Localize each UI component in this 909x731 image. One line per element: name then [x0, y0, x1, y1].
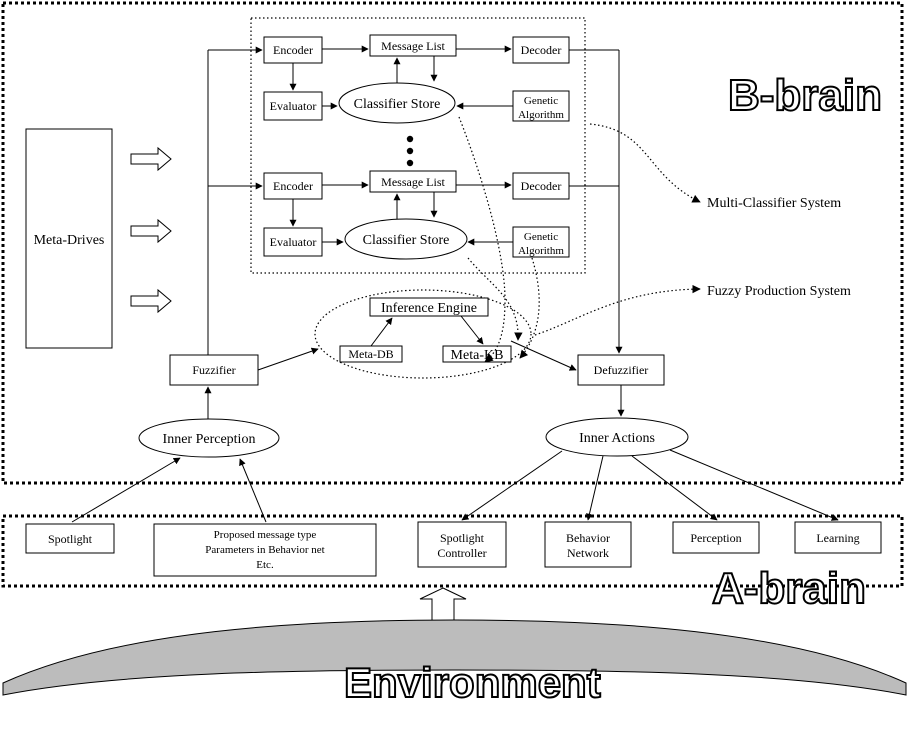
inner-actions-node	[545, 417, 689, 457]
meta-drives-label: Meta-Drives	[34, 233, 105, 248]
a-brain-border	[1, 514, 904, 588]
decoder-label-1: Decoder	[521, 43, 562, 57]
perception-box	[672, 521, 760, 554]
decoder-box-2	[512, 172, 570, 200]
decoder-label-2: Decoder	[521, 179, 562, 193]
meta-db-label: Meta-DB	[348, 347, 393, 361]
genetic-label-2: Genetic	[524, 231, 558, 243]
block-arrow-3	[130, 288, 172, 314]
inner-perception-label: Inner Perception	[163, 432, 256, 447]
classifier-store-2	[344, 218, 468, 260]
proposed-line-2: Parameters in Behavior net	[205, 544, 324, 556]
genetic-algorithm-box-2	[512, 226, 570, 258]
spotlight-controller-line-1: Spotlight	[440, 531, 485, 545]
b-brain-title: B-brain	[728, 71, 882, 120]
encoder-box-2	[263, 172, 323, 200]
environment-shape	[2, 619, 907, 696]
multi-classifier-label: Multi-Classifier System	[707, 196, 841, 211]
classifier-store-label-1: Classifier Store	[354, 97, 441, 112]
ellipsis-dot	[406, 159, 414, 167]
proposed-message-box	[153, 523, 377, 577]
block-arrow-2	[130, 218, 172, 244]
meta-drives-box	[25, 128, 113, 349]
spotlight-label: Spotlight	[48, 532, 93, 546]
spotlight-controller-box	[417, 521, 507, 568]
multi-classifier-border	[250, 17, 586, 274]
inference-engine-box	[369, 297, 489, 317]
behavior-network-box	[544, 521, 632, 568]
defuzzifier-label: Defuzzifier	[594, 363, 649, 377]
evaluator-label-2: Evaluator	[270, 235, 317, 249]
message-list-label-1: Message List	[381, 39, 445, 53]
genetic-label-1: Genetic	[524, 95, 558, 107]
algorithm-label-2: Algorithm	[518, 245, 564, 257]
learning-label: Learning	[816, 531, 859, 545]
behavior-network-line-2: Network	[567, 546, 609, 560]
spotlight-controller-line-2: Controller	[437, 546, 486, 560]
message-list-label-2: Message List	[381, 175, 445, 189]
environment-title: Environment	[344, 659, 601, 706]
inner-actions-label: Inner Actions	[579, 431, 655, 446]
encoder-label-1: Encoder	[273, 43, 313, 57]
fuzzy-production-label: Fuzzy Production System	[707, 284, 851, 299]
genetic-algorithm-box-1	[512, 90, 570, 122]
a-brain-title: A-brain	[712, 564, 866, 613]
ellipsis-dot	[406, 135, 414, 143]
classifier-store-label-2: Classifier Store	[363, 233, 450, 248]
meta-kb-box	[442, 345, 512, 363]
spotlight-box	[25, 523, 115, 554]
fuzzy-production-boundary	[314, 289, 532, 379]
ellipsis-dot	[406, 147, 414, 155]
fuzzifier-label: Fuzzifier	[192, 363, 235, 377]
perception-label: Perception	[690, 531, 741, 545]
learning-box	[794, 521, 882, 554]
proposed-line-3: Etc.	[256, 559, 274, 571]
algorithm-label-1: Algorithm	[518, 109, 564, 121]
inference-engine-label: Inference Engine	[381, 301, 477, 316]
decoder-box-1	[512, 36, 570, 64]
fuzzifier-box	[169, 354, 259, 386]
message-list-box-1	[369, 34, 457, 57]
proposed-line-1: Proposed message type	[214, 529, 317, 541]
message-list-box-2	[369, 170, 457, 193]
defuzzifier-box	[577, 354, 665, 386]
behavior-network-line-1: Behavior	[566, 531, 610, 545]
inner-perception-node	[138, 418, 280, 458]
encoder-label-2: Encoder	[273, 179, 313, 193]
block-arrow-1	[130, 146, 172, 172]
evaluator-label-1: Evaluator	[270, 99, 317, 113]
